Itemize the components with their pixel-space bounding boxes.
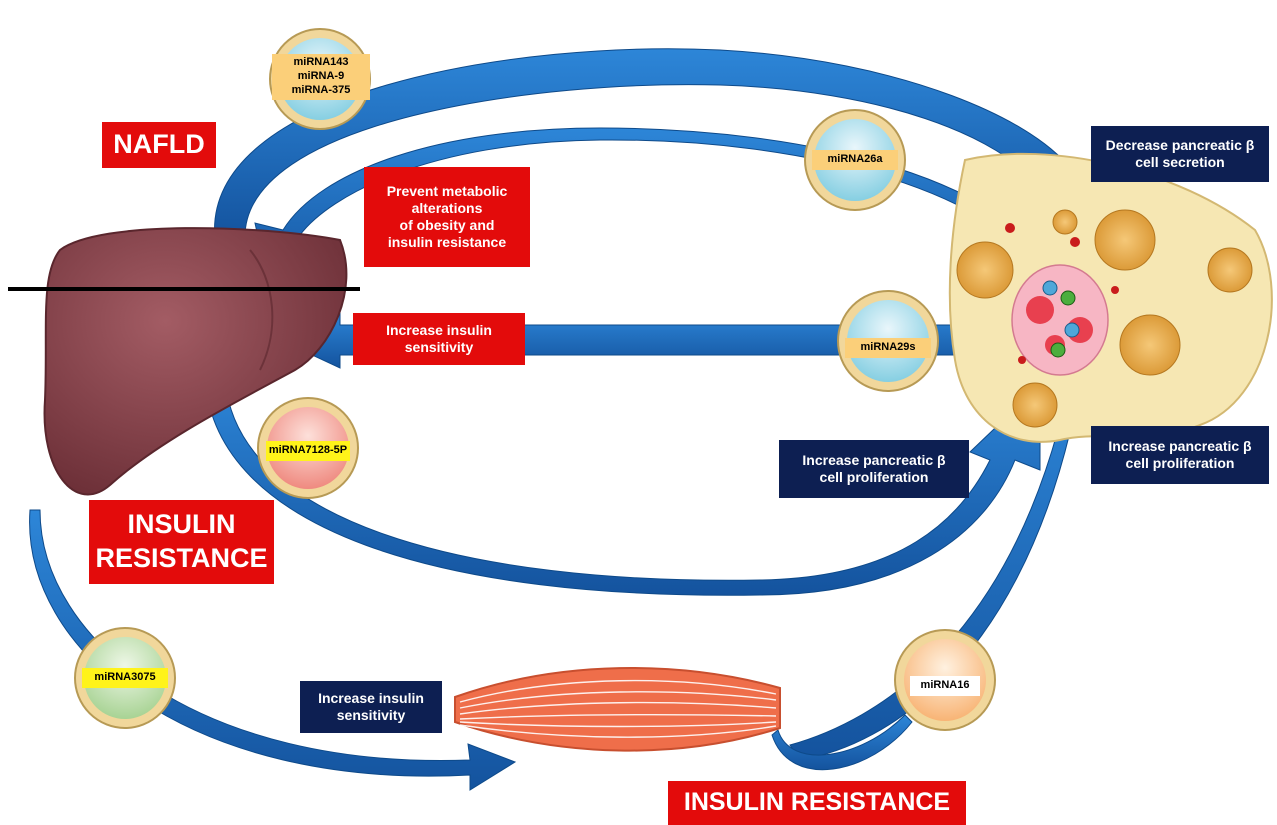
muscle [454, 667, 781, 752]
mirna-3075-label: miRNA3075 [82, 668, 168, 688]
arrow-liver-to-pancreas-bottom [204, 377, 1041, 596]
pancreas-islet [948, 152, 1273, 443]
prevent-metabolic-label: Prevent metabolic alterations of obesity… [364, 167, 530, 267]
liver [43, 227, 348, 496]
nafld-label: NAFLD [102, 122, 216, 168]
mirna-16-label: miRNA16 [910, 676, 980, 696]
increase-beta-prolif-left-label: Increase pancreatic β cell proliferation [779, 440, 969, 498]
mirna-143-9-375-label: miRNA143 miRNA-9 miRNA-375 [272, 54, 370, 100]
mirna-7128-label: miRNA7128-5P [266, 441, 350, 461]
mirna-29s-label: miRNA29s [845, 338, 931, 358]
insulin-resistance-liver-label: INSULIN RESISTANCE [89, 500, 274, 584]
mirna-26a-label: miRNA26a [812, 150, 898, 170]
insulin-resistance-muscle-label: INSULIN RESISTANCE [668, 781, 966, 825]
increase-insulin-sensitivity-red-label: Increase insulin sensitivity [353, 313, 525, 365]
increase-insulin-sensitivity-navy-label: Increase insulin sensitivity [300, 681, 442, 733]
arrow-muscle-curl [771, 714, 913, 771]
increase-beta-prolif-right-label: Increase pancreatic β cell proliferation [1091, 426, 1269, 484]
decrease-beta-secretion-label: Decrease pancreatic β cell secretion [1091, 126, 1269, 182]
